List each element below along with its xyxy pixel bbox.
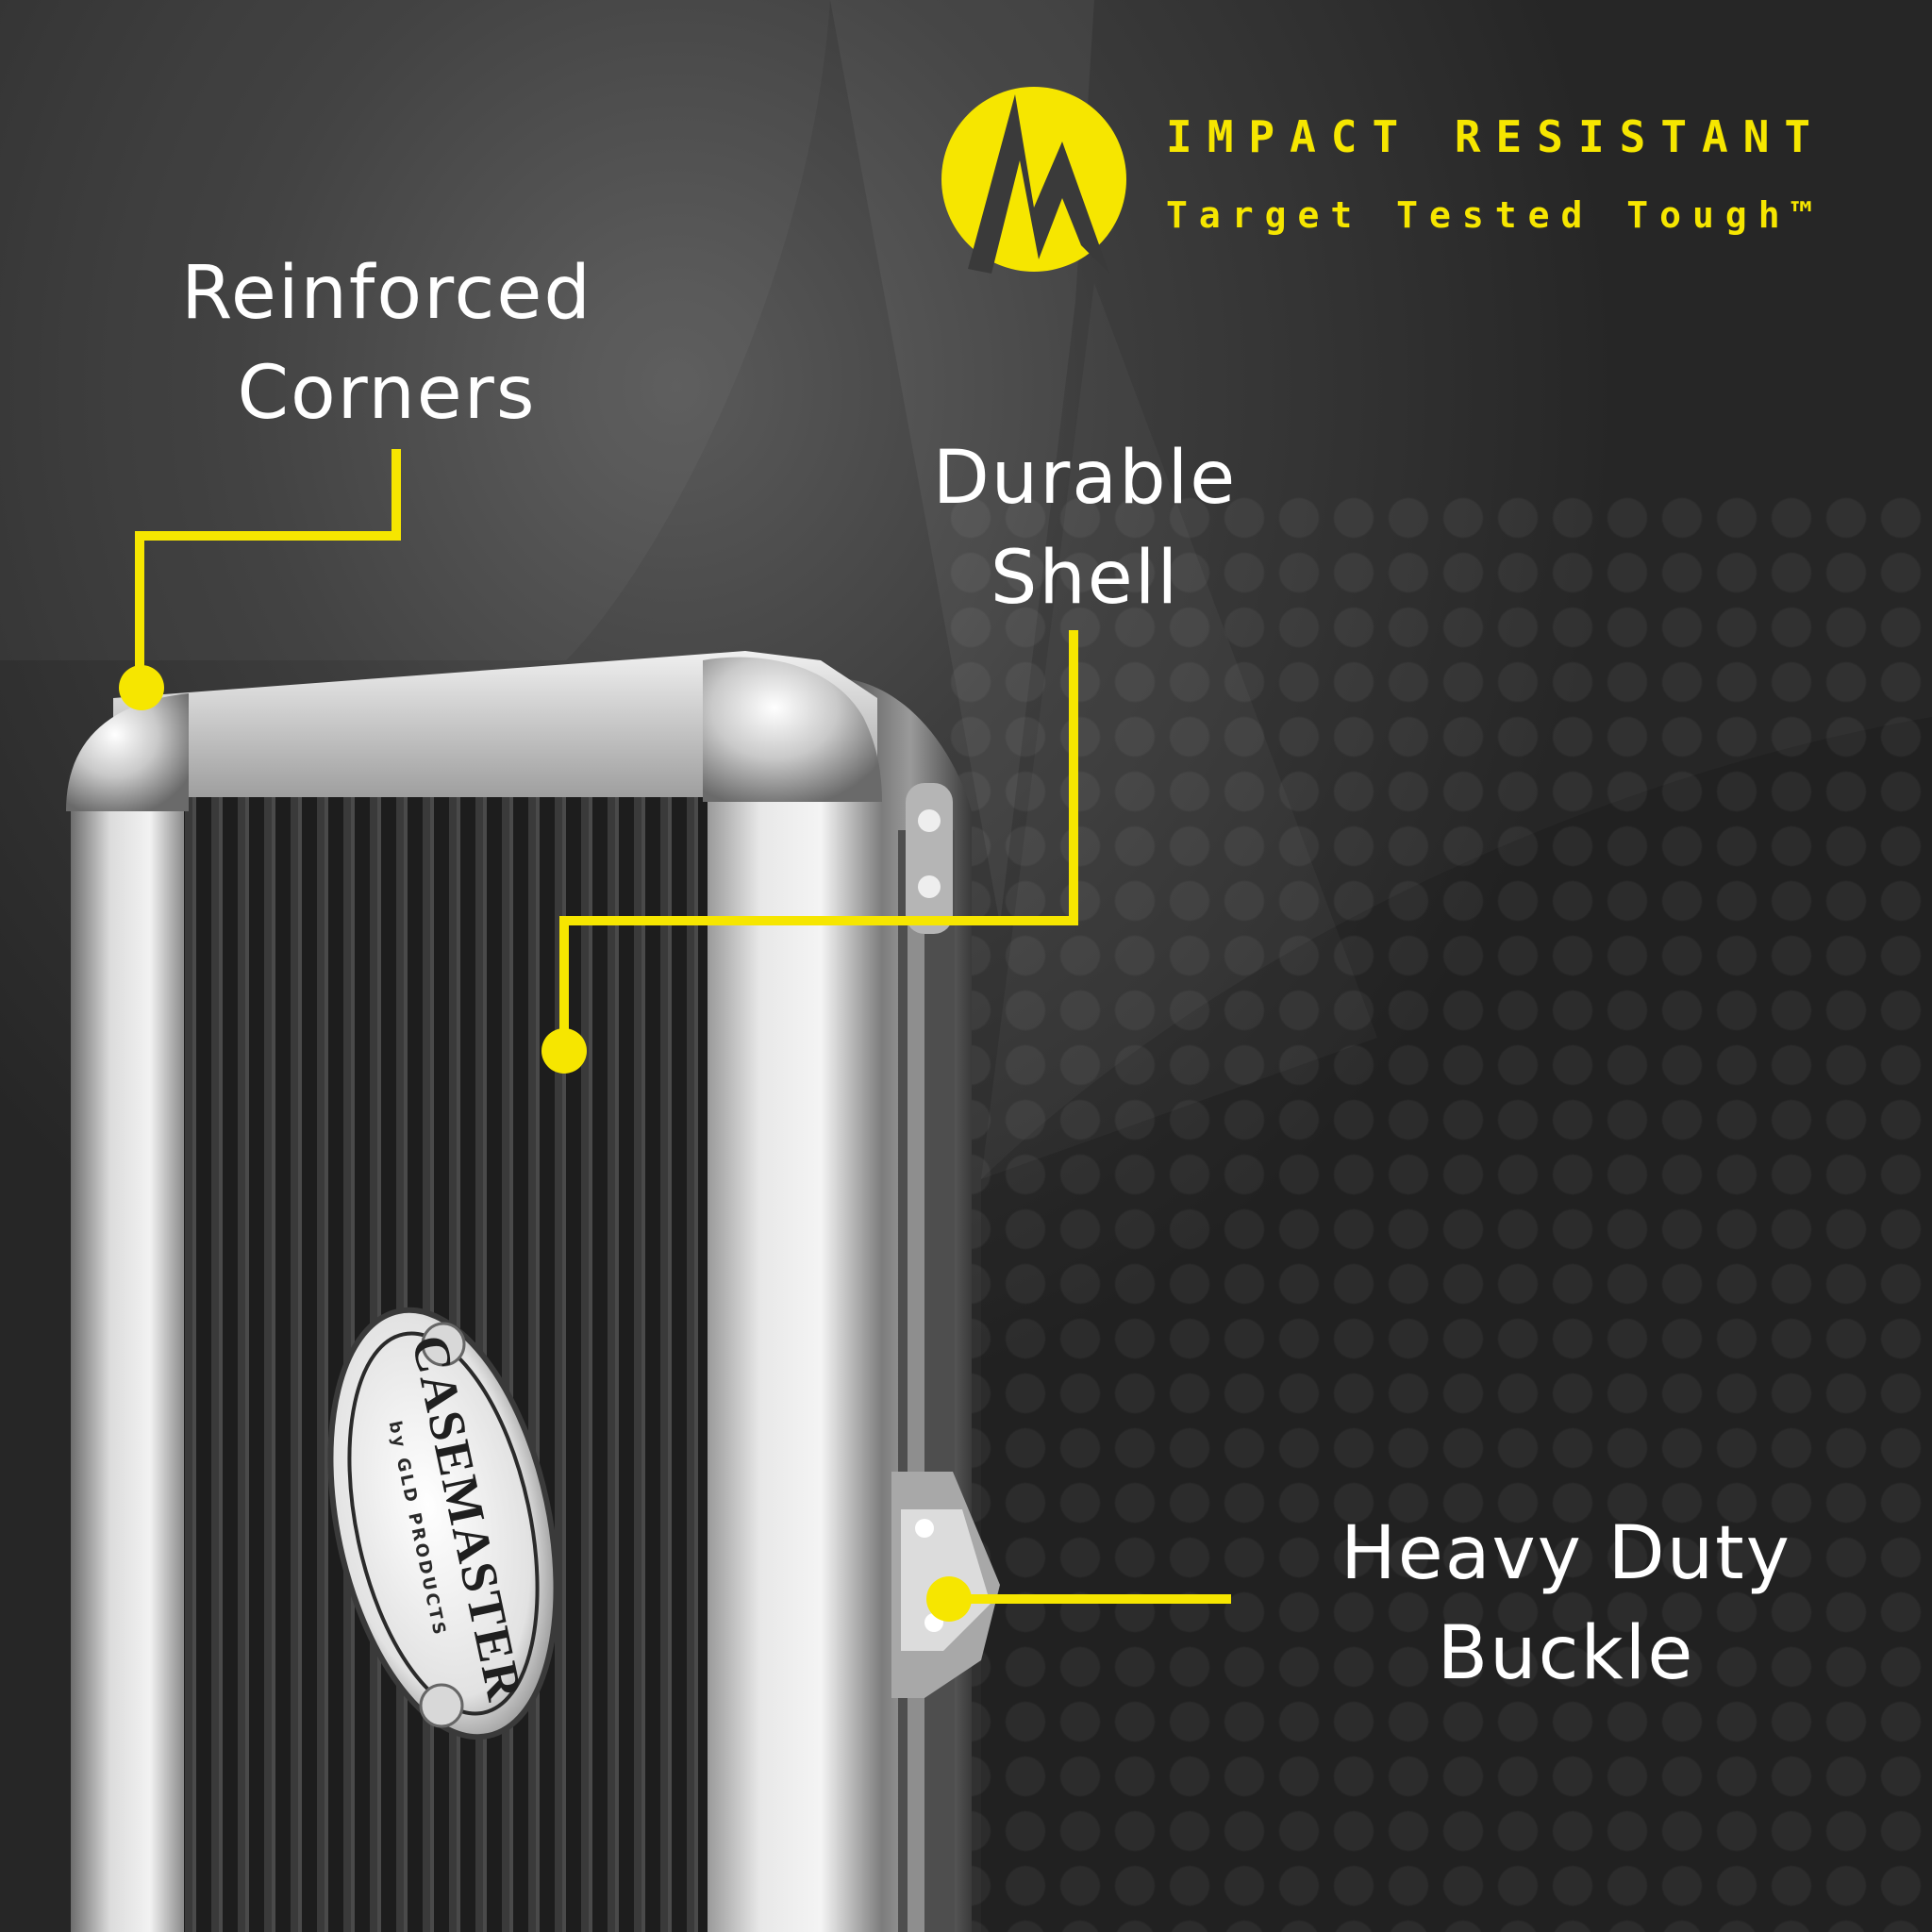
callout-reinforced-corners: Reinforced Corners	[123, 243, 651, 443]
callout-line: Shell	[990, 536, 1180, 621]
callout-heavy-duty-buckle: Heavy Duty Buckle	[1283, 1504, 1849, 1704]
badge-title: IMPACT RESISTANT	[1166, 111, 1826, 162]
callout-line: Durable	[932, 436, 1238, 521]
callout-line: Corners	[237, 351, 537, 436]
leader-dot-corners	[119, 665, 164, 710]
badge-tagline: Target Tested Tough™	[1166, 194, 1824, 236]
callout-line: Heavy Duty	[1341, 1511, 1791, 1596]
leader-line-shell	[559, 630, 1078, 1051]
leader-dot-shell	[541, 1028, 587, 1074]
callout-durable-shell: Durable Shell	[849, 428, 1321, 628]
m-target-logo-icon	[941, 87, 1126, 274]
dot-pattern	[943, 491, 1932, 1932]
callout-line: Reinforced	[181, 251, 592, 336]
callout-line: Buckle	[1437, 1611, 1695, 1696]
leader-dot-buckle	[926, 1576, 972, 1622]
leader-line-corners	[135, 449, 401, 687]
